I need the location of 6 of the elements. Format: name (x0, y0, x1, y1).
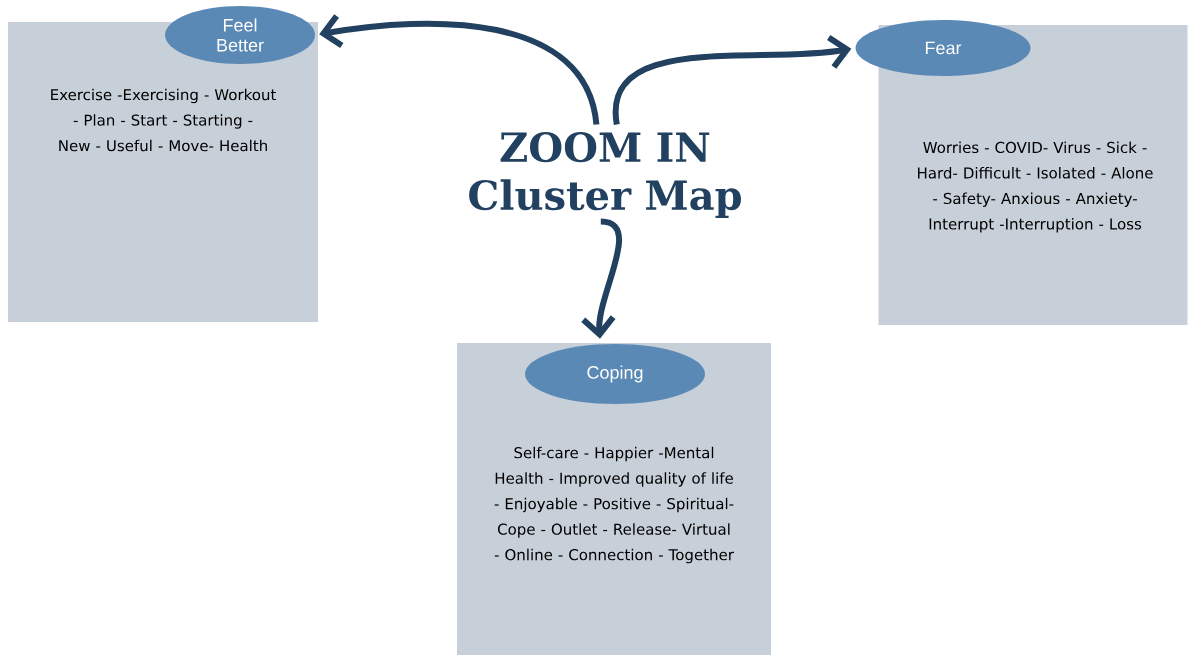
title: ZOOM IN Cluster Map (469, 132, 741, 218)
heading-blob: Coping (525, 344, 705, 404)
heading-blob: Fear (855, 20, 1031, 76)
heading-blob: Feel Better (165, 6, 315, 64)
curved-arrow (319, 14, 600, 126)
curved-arrow (613, 34, 852, 125)
